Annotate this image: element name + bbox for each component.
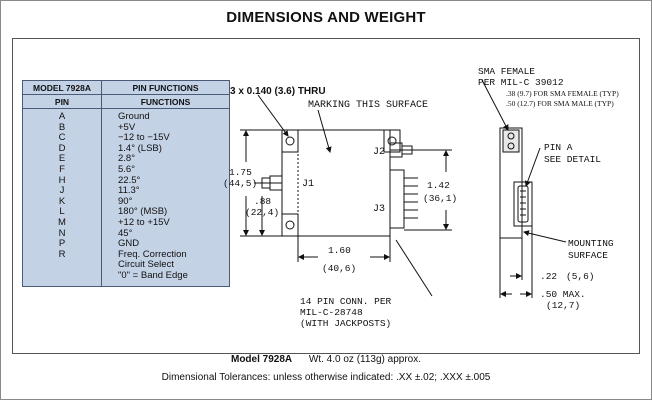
mounting-hole-icon [285,136,295,146]
j1-dim-in: .88 [254,196,271,207]
height-dim-mm: (44,5) [223,178,257,189]
model-name: Model 7928A [230,354,293,365]
pin-function: Freq. Correction [118,248,187,260]
page-title: DIMENSIONS AND WEIGHT [226,9,426,26]
pin-a-label-line1: PIN A [544,142,573,153]
pin-id: D [58,142,66,154]
side-view [481,79,567,298]
pin-id: K [58,195,66,207]
sma-label-line2: PER MIL-C 39012 [478,77,564,88]
connector-label-line1: 14 PIN CONN. PER [300,296,392,307]
weight-text: Wt. 4.0 oz (113g) approx. [308,354,421,365]
side-dim-in: .22 [540,271,557,282]
pin-id: E [58,153,66,165]
mounting-hole-icon [285,220,295,230]
mounting-tab-bottom-left [281,213,299,237]
max-dim-in: .50 MAX. [540,289,586,300]
pin-function: 5.6° [118,163,136,175]
pin-function: 11.3° [118,185,140,197]
pin-id: C [58,132,66,144]
pin-id: R [58,248,66,260]
sma-female-icon [502,129,520,153]
pin-function: 22.5° [118,174,141,186]
drawing-border [12,38,640,354]
width-dim-in: 1.60 [328,245,351,256]
j3-connector-icon [389,169,405,229]
tolerances-text: Dimensional Tolerances: unless otherwise… [161,372,491,383]
sma-label-line1: SMA FEMALE [478,66,535,77]
pin-function: −12 to −15V [118,132,170,144]
j3-label: J3 [373,204,385,215]
pin-id: L [59,206,65,218]
pin-id: A [58,111,66,122]
j2-label: J2 [373,147,385,158]
front-view [240,94,452,297]
pin-function-table: MODEL 7928A PIN FUNCTIONS PIN FUNCTIONS … [22,80,230,287]
mounting-tab-top-right [383,129,401,153]
functions-header: PIN FUNCTIONS [101,80,230,95]
pin-function: Ground [118,111,150,122]
j1-dim-mm: (22,4) [245,207,279,218]
height-dim-in: 1.75 [229,167,252,178]
pin-function: +12 to +15V [118,216,170,228]
pin-function: "0" = Band Edge [118,269,188,281]
side-body [499,127,523,239]
pin-function: GND [118,238,140,250]
pin-function: +5V [118,121,136,133]
pin-column-header: PIN [22,94,102,109]
pin-function: 180° (MSB) [118,206,168,218]
model-weight-line: Model 7928A Wt. 4.0 oz (113g) approx. [0,354,652,365]
connector-label-line2: MIL-C-28748 [300,307,363,318]
pin-function: 45° [118,227,133,239]
pin-id: P [58,238,66,250]
mounting-hole-icon [387,136,397,146]
mounting-label-line2: SURFACE [568,250,608,261]
max-dim-mm: (12,7) [546,300,580,311]
mounting-tab-top-left [281,129,299,153]
side-dim-mm: (5,6) [566,271,595,282]
dsub-connector-icon [513,181,533,227]
pin-id: N [58,227,66,239]
holes-label: 3 x 0.140 (3.6) THRU [230,86,326,97]
function-column-header: FUNCTIONS [101,94,230,109]
sma-male-note: .50 (12.7) FOR SMA MALE (TYP) [506,99,614,108]
sma-female-note: .38 (9.7) FOR SMA FEMALE (TYP) [506,89,619,98]
pin-id: B [58,121,66,133]
marking-label: MARKING THIS SURFACE [308,100,428,111]
pin-function: 90° [118,195,133,207]
pin-id: M [58,216,66,228]
pin-a-label-line2: SEE DETAIL [544,154,601,165]
right-dim-mm: (36,1) [423,193,457,204]
pin-id: J [59,185,65,197]
j1-label: J1 [302,179,314,190]
mounting-label-line1: MOUNTING [568,238,614,249]
pin-function: Circuit Select [118,259,174,271]
pin-function: 1.4° (LSB) [118,142,162,154]
pin-function: 2.8° [118,153,136,165]
connector-label-line3: (WITH JACKPOSTS) [300,318,391,329]
pin-id: F [59,163,65,175]
width-dim-mm: (40,6) [322,263,356,274]
right-dim-in: 1.42 [427,180,450,191]
pin-id: H [58,174,66,186]
